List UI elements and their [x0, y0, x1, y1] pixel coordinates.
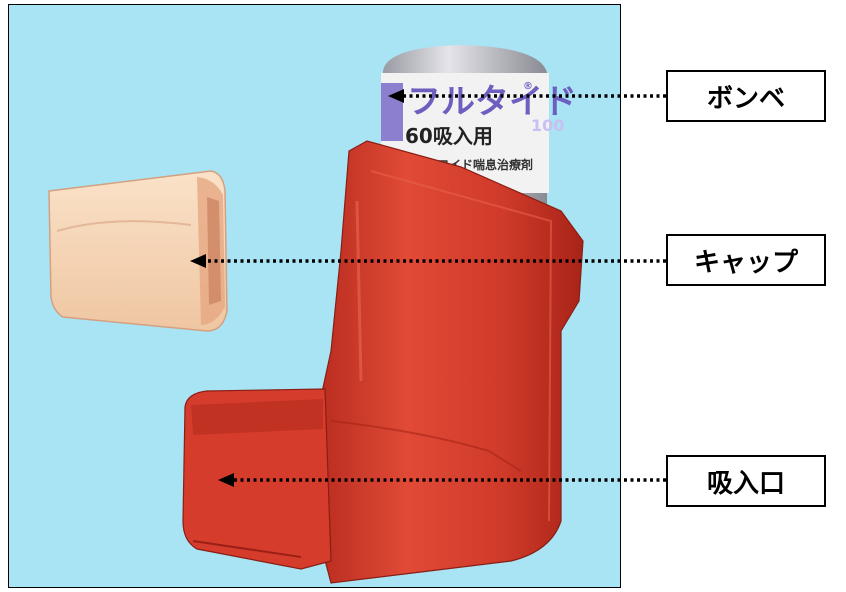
registered-mark: ®: [523, 81, 533, 92]
label-mouthpiece: 吸入口: [706, 468, 785, 499]
photo-panel: フルタイド ® 100 60吸入用 ステロイド喘息治療剤: [8, 4, 621, 588]
dose-badge-text: 100: [531, 116, 564, 135]
label-canister-box: ボンベ: [666, 70, 826, 122]
label-mouthpiece-box: 吸入口: [666, 455, 826, 507]
inhaler-photo: フルタイド ® 100 60吸入用 ステロイド喘息治療剤: [48, 45, 584, 584]
label-cap-box: キャップ: [666, 234, 826, 286]
cap: [48, 170, 228, 332]
label-cap: キャップ: [693, 247, 798, 278]
canister-doses-text: 60吸入用: [405, 124, 493, 148]
inhaler-body: [310, 140, 584, 584]
label-canister: ボンベ: [706, 83, 785, 114]
canister-brand-text: フルタイド: [407, 82, 577, 122]
mouthpiece: [182, 388, 332, 570]
